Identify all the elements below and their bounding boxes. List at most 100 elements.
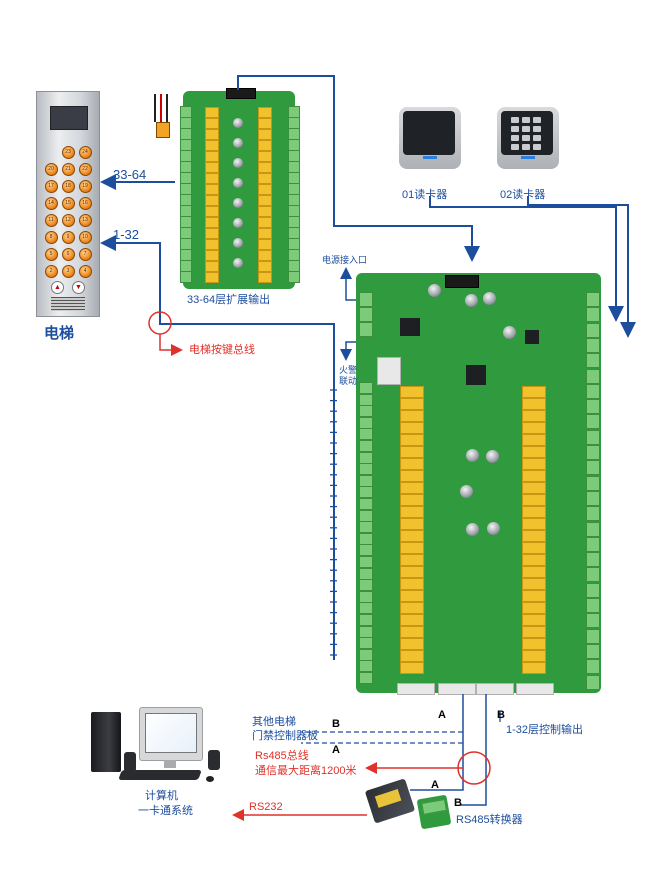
capacitor: [465, 294, 478, 307]
terminal-block: [359, 637, 373, 650]
expansion-board-label: 33-64层扩展输出: [187, 294, 271, 306]
computer-label-line1: 计算机: [145, 790, 178, 802]
bus-connector: [516, 683, 554, 695]
terminal-block: [586, 598, 600, 613]
relay: [400, 518, 424, 530]
relay: [400, 602, 424, 614]
relay: [205, 195, 219, 206]
converter-label: RS485转换器: [456, 814, 523, 826]
bus-a-to-converter: [410, 743, 464, 791]
terminal-block: [586, 337, 600, 353]
conv-b-label: B: [454, 797, 462, 809]
relay: [400, 482, 424, 494]
relay: [258, 184, 272, 195]
mouse: [206, 776, 214, 782]
other-a-label: A: [332, 744, 340, 756]
relay: [258, 228, 272, 239]
fire-alarm-label: 火警 联动: [339, 365, 357, 387]
relay: [522, 422, 546, 434]
capacitor: [233, 178, 243, 188]
relay: [522, 662, 546, 674]
elevator-floor-button: 17: [44, 180, 58, 193]
terminal-block: [359, 660, 373, 673]
terminal-block: [359, 307, 373, 322]
capacitor: [233, 198, 243, 208]
capacitor: [483, 292, 496, 305]
relay: [522, 614, 546, 626]
relay: [258, 162, 272, 173]
terminal-block: [586, 613, 600, 629]
ic-chip: [400, 318, 420, 336]
keypad-key: [522, 135, 530, 141]
elevator-floor-button: 2: [44, 265, 58, 278]
elevator-floor-button: 24: [78, 146, 92, 159]
elevator-speaker-grill: [51, 297, 85, 311]
relay: [205, 107, 219, 118]
relay: [205, 140, 219, 151]
relay: [522, 578, 546, 590]
relay: [205, 272, 219, 283]
elevator-floor-button: 3: [61, 265, 75, 278]
relay: [400, 614, 424, 626]
elevator-floor-button: 11: [44, 214, 58, 227]
elevator-floor-button: 18: [61, 180, 75, 193]
reader1-label: 01读卡器: [402, 189, 448, 201]
keypad-key: [533, 126, 541, 132]
ic-chip: [525, 330, 539, 344]
relay: [522, 530, 546, 542]
capacitor: [233, 158, 243, 168]
relay: [258, 217, 272, 228]
terminal-block: [586, 521, 600, 537]
keypad-key: [511, 117, 519, 123]
elevator-floor-button: 10: [78, 231, 92, 244]
relay: [205, 162, 219, 173]
terminal-block: [586, 643, 600, 659]
terminal-block: [586, 475, 600, 491]
terminal-block: [359, 382, 373, 394]
other-elevator-line2: 门禁控制器板: [252, 730, 318, 742]
keypad-key: [533, 144, 541, 150]
relay: [400, 638, 424, 650]
terminal-block: [586, 674, 600, 690]
other-b-label: B: [332, 718, 340, 730]
elevator-floor-button: 21: [61, 163, 75, 176]
relay: [522, 602, 546, 614]
relay: [522, 410, 546, 422]
expansion-wiring: [150, 94, 180, 144]
relay: [400, 650, 424, 662]
elevator-display: [50, 106, 88, 130]
relay: [258, 118, 272, 129]
keypad-key: [522, 144, 530, 150]
terminal-block: [180, 271, 192, 283]
rs485-label-line1: Rs485总线: [255, 750, 309, 762]
bus-callout-arrow: [159, 334, 183, 356]
terminal-block: [359, 648, 373, 661]
capacitor: [466, 449, 479, 462]
terminal-block: [586, 307, 600, 323]
terminal-block: [586, 628, 600, 644]
fire-alarm-line2: 联动: [339, 375, 358, 386]
relay: [522, 458, 546, 470]
terminal-block: [359, 393, 373, 406]
range-upper-label: 33-64: [113, 167, 147, 182]
keypad-key: [522, 126, 530, 132]
relay: [522, 590, 546, 602]
terminal-block: [586, 567, 600, 583]
terminal-block: [586, 490, 600, 506]
monitor-stand: [164, 760, 176, 768]
capacitor: [460, 485, 473, 498]
elevator-floor-button: 13: [78, 214, 92, 227]
relay: [522, 494, 546, 506]
computer-tower: [91, 712, 121, 772]
relay: [522, 398, 546, 410]
capacitor: [487, 522, 500, 535]
elevator-floor-button: 8: [44, 231, 58, 244]
keypad-key: [533, 117, 541, 123]
relay: [400, 542, 424, 554]
relay: [205, 228, 219, 239]
terminal-block: [586, 506, 600, 522]
control-output-label: 1-32层控制输出: [506, 724, 584, 736]
keypad-key: [511, 144, 519, 150]
relay: [205, 173, 219, 184]
